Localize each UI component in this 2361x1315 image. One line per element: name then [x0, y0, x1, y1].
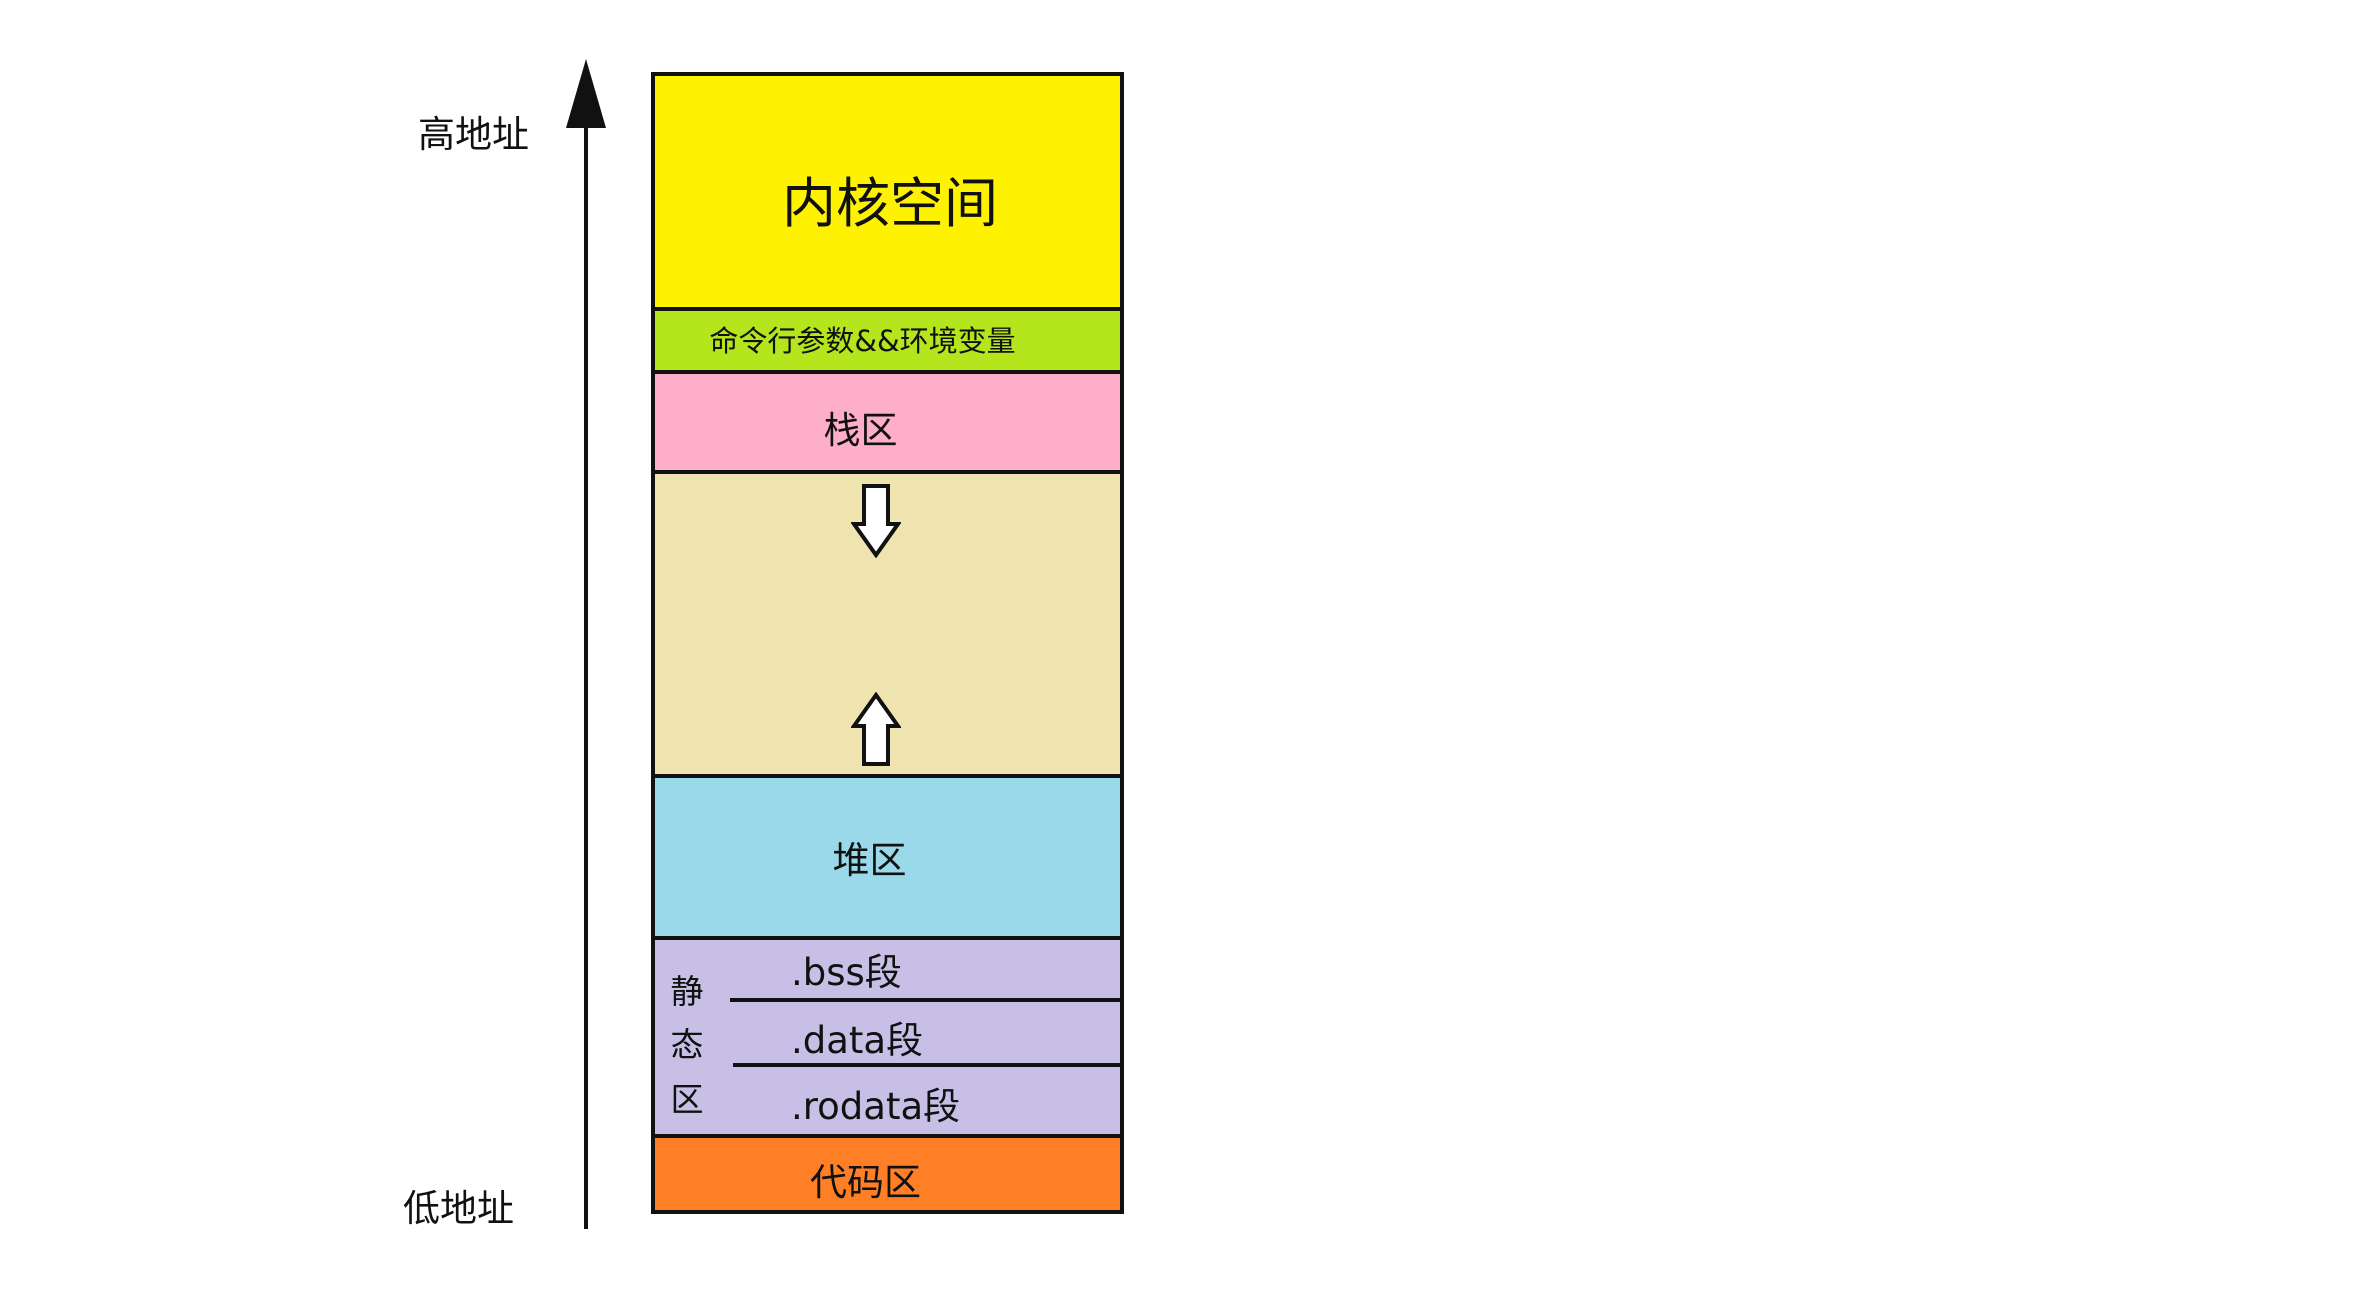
static-area-char-1: 静: [670, 972, 704, 1011]
code-segment: 代码区: [655, 1134, 1120, 1210]
heap-label: 堆区: [832, 839, 907, 882]
stack-segment: 栈区: [655, 370, 1120, 470]
stack-growth-down-arrow-icon: [851, 484, 901, 558]
kernel-space-label: 内核空间: [782, 172, 998, 235]
address-axis-arrow-icon: [566, 59, 606, 1229]
high-address-label: 高地址: [418, 113, 529, 156]
bss-data-divider: [730, 998, 1120, 1002]
free-gap-segment: [655, 470, 1120, 774]
stack-label: 栈区: [823, 409, 898, 452]
kernel-space-segment: 内核空间: [655, 76, 1120, 307]
bss-segment-label: .bss段: [791, 951, 902, 994]
low-address-label: 低地址: [403, 1187, 514, 1230]
args-env-segment: 命令行参数&&环境变量: [655, 307, 1120, 370]
args-env-label: 命令行参数&&环境变量: [709, 324, 1016, 358]
memory-column: 内核空间 命令行参数&&环境变量 栈区 堆区 静 态 区 .bss段 .data…: [651, 72, 1124, 1214]
code-label: 代码区: [810, 1161, 921, 1204]
data-rodata-divider: [733, 1063, 1120, 1067]
static-area-segment: 静 态 区 .bss段 .data段 .rodata段: [655, 936, 1120, 1134]
static-area-char-2: 态: [670, 1025, 704, 1064]
static-area-char-3: 区: [670, 1080, 704, 1119]
heap-segment: 堆区: [655, 774, 1120, 936]
heap-growth-up-arrow-icon: [851, 692, 901, 766]
data-segment-label: .data段: [791, 1019, 924, 1062]
rodata-segment-label: .rodata段: [791, 1085, 961, 1128]
